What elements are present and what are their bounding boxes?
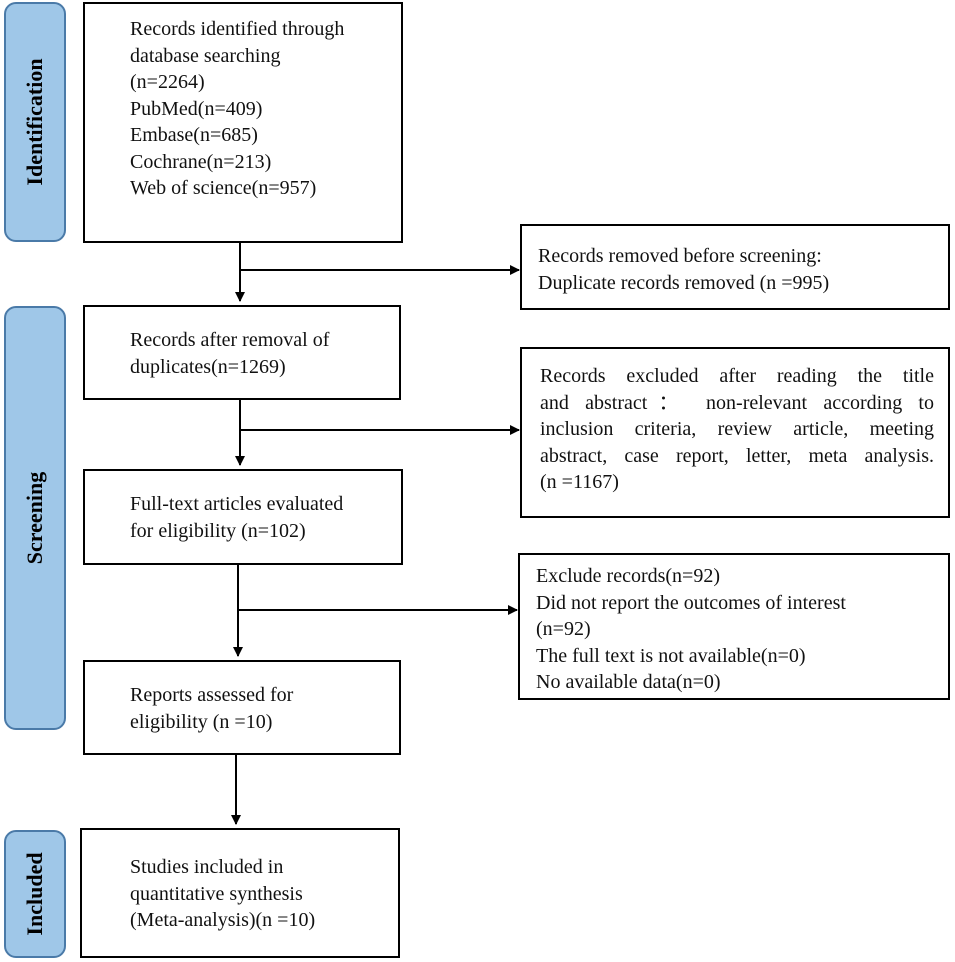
- box-line: (n=2264): [130, 71, 205, 93]
- box-line: Cochrane(n=213): [130, 150, 272, 173]
- box-line: No available data(n=0): [536, 671, 721, 693]
- box-line: Records identified through: [130, 18, 345, 40]
- box-line: duplicates(n=1269): [130, 355, 286, 378]
- box-line: Reports assessed for: [130, 684, 294, 706]
- box-line: and abstract： non-relevant according to: [540, 391, 934, 414]
- box-line: Full-text articles evaluated: [130, 493, 344, 515]
- box-line: The full text is not available(n=0): [536, 644, 806, 667]
- box-reports-assessed: Reports assessed for eligibility (n =10): [83, 660, 401, 755]
- box-line: Records removed before screening:: [538, 245, 822, 267]
- box-studies-included: Studies included in quantitative synthes…: [80, 828, 400, 958]
- box-records-after-duplicates: Records after removal of duplicates(n=12…: [83, 305, 401, 400]
- box-line: Records excluded after reading the title: [540, 365, 934, 387]
- box-line: Studies included in: [130, 856, 284, 878]
- box-fulltext-evaluated: Full-text articles evaluated for eligibi…: [83, 469, 403, 565]
- phase-identification: Identification: [4, 2, 66, 242]
- phase-screening: Screening: [4, 306, 66, 730]
- box-line: inclusion criteria, review article, meet…: [540, 418, 934, 440]
- box-line: quantitative synthesis: [130, 882, 303, 905]
- phase-included: Included: [4, 830, 66, 958]
- box-line: (Meta-analysis)(n =10): [130, 909, 316, 931]
- box-line: Records after removal of: [130, 329, 330, 351]
- box-line: Embase(n=685): [130, 124, 258, 146]
- box-line: Did not report the outcomes of interest: [536, 591, 846, 614]
- box-line: Duplicate records removed (n =995): [538, 271, 830, 294]
- box-line: eligibility (n =10): [130, 710, 273, 733]
- box-records-removed-before-screening: Records removed before screening: Duplic…: [520, 224, 950, 310]
- box-line: (n =1167): [540, 471, 619, 493]
- box-line: Exclude records(n=92): [536, 565, 720, 587]
- box-records-excluded-title-abstract: Records excluded after reading the title…: [520, 347, 950, 518]
- box-line: for eligibility (n=102): [130, 519, 306, 542]
- box-line: abstract, case report, letter, meta anal…: [540, 444, 934, 467]
- box-line: database searching: [130, 44, 281, 67]
- box-excluded-reports: Exclude records(n=92) Did not report the…: [518, 553, 950, 700]
- box-line: (n=92): [536, 618, 591, 640]
- box-records-identified: Records identified through database sear…: [83, 2, 403, 243]
- box-line: Web of science(n=957): [130, 177, 317, 199]
- box-line: PubMed(n=409): [130, 97, 263, 120]
